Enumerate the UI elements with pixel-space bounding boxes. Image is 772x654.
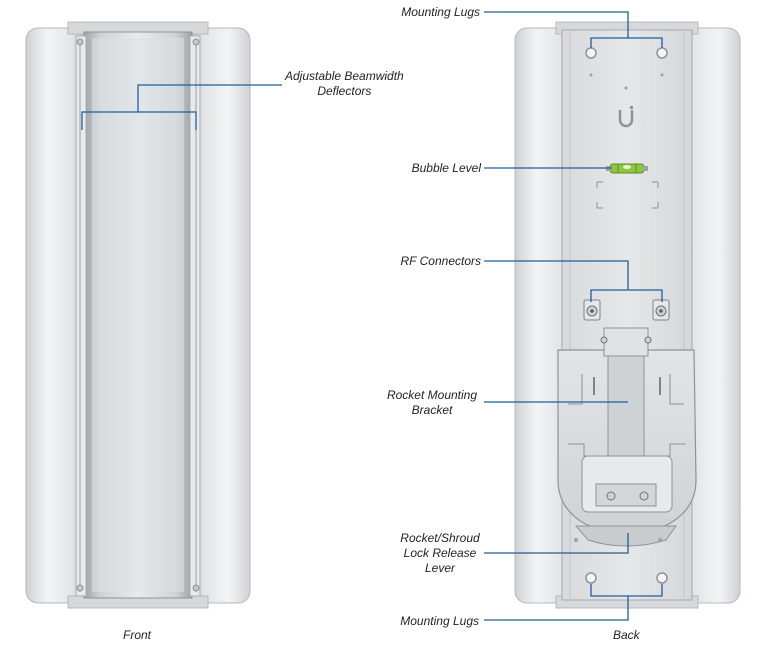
leader-rf-connectors xyxy=(484,260,663,302)
label-bubble-level: Bubble Level xyxy=(411,161,481,175)
label-rf-connectors: RF Connectors xyxy=(400,254,481,268)
caption-front: Front xyxy=(123,628,152,642)
leader-lock-release xyxy=(484,533,629,554)
label-bracket-line2: Bracket xyxy=(411,403,453,417)
lock-release-lever xyxy=(574,525,677,547)
label-rocket-mounting-bracket: Rocket Mounting Bracket xyxy=(380,388,484,418)
label-lever-line3: Lever xyxy=(424,561,456,575)
label-lever-line1: Rocket/Shroud xyxy=(400,531,480,545)
rf-connectors xyxy=(583,299,670,321)
leader-mounting-lugs-bottom xyxy=(484,584,663,621)
leader-mounting-lugs-top xyxy=(484,11,663,48)
mounting-lug-top-left xyxy=(585,47,597,59)
mounting-lug-bottom-left xyxy=(585,572,597,584)
label-deflectors-line1: Adjustable Beamwidth xyxy=(285,69,404,83)
label-lever-line2: Lock Release xyxy=(403,546,477,560)
label-mounting-lugs-top: Mounting Lugs xyxy=(401,5,480,19)
caption-back: Back xyxy=(613,628,640,642)
label-deflectors-line2: Deflectors xyxy=(317,84,372,98)
front-inner-panel xyxy=(92,38,184,592)
level-target-marks xyxy=(596,181,659,209)
bubble-level xyxy=(606,163,648,174)
label-adjustable-beamwidth-deflectors: Adjustable Beamwidth Deflectors xyxy=(285,69,404,99)
beamwidth-deflector-left xyxy=(75,35,87,597)
back-antenna-view xyxy=(514,21,741,609)
leader-deflectors xyxy=(81,84,282,130)
label-bracket-line1: Rocket Mounting xyxy=(386,388,478,402)
ubiquiti-logo xyxy=(618,106,634,128)
mounting-lug-bottom-right xyxy=(656,572,668,584)
mounting-lug-top-right xyxy=(656,47,668,59)
front-antenna-view xyxy=(25,21,251,609)
label-lock-release-lever: Rocket/Shroud Lock Release Lever xyxy=(390,531,490,576)
callout-lines xyxy=(81,11,663,621)
label-mounting-lugs-bottom: Mounting Lugs xyxy=(400,614,479,628)
beamwidth-deflector-right xyxy=(189,35,201,597)
rocket-mounting-bracket xyxy=(557,327,697,529)
